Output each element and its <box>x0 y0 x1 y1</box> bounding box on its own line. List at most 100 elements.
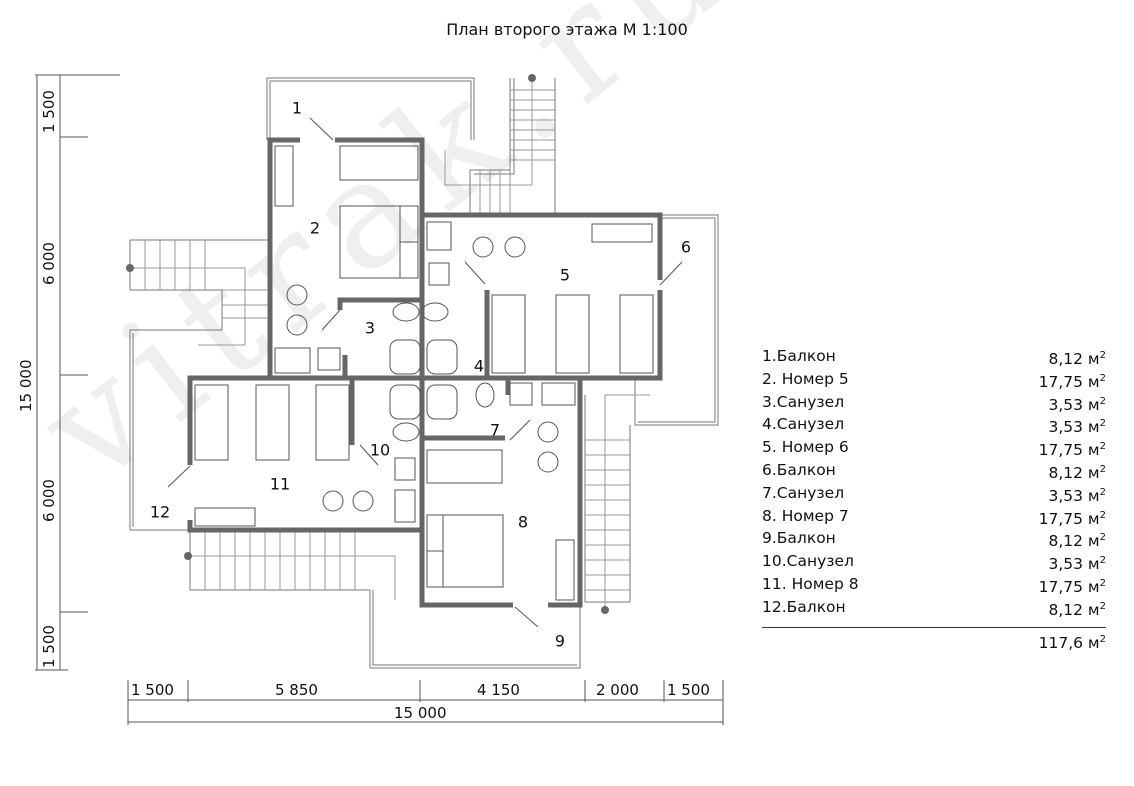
room-area: 3,53 м2 <box>1048 395 1106 414</box>
room-number-4: 4 <box>473 356 485 376</box>
legend-row: 10.Санузел 3,53 м2 <box>762 550 1106 573</box>
legend-row: 5. Номер 6 17,75 м2 <box>762 436 1106 459</box>
bed <box>491 294 526 374</box>
room-area: 17,75 м2 <box>1038 441 1106 460</box>
bed <box>194 384 229 461</box>
dim-v-1: 1 500 <box>40 90 58 133</box>
room-number-12: 12 <box>149 502 171 522</box>
dim-h-total: 15 000 <box>394 704 447 722</box>
dim-h-4: 2 000 <box>596 681 639 699</box>
room-number-10: 10 <box>369 440 391 460</box>
wardrobe <box>274 145 294 207</box>
bed <box>339 145 419 181</box>
room-number-3: 3 <box>364 318 376 338</box>
sink-counter <box>274 347 311 374</box>
furniture <box>194 145 654 601</box>
shower <box>426 384 458 420</box>
dim-v-3: 6 000 <box>40 479 58 522</box>
bed <box>255 384 290 461</box>
dim-h-3: 4 150 <box>477 681 520 699</box>
room-number-5: 5 <box>559 265 571 285</box>
room-area: 8,12 м2 <box>1048 463 1106 483</box>
toilet <box>421 302 449 322</box>
left-stairs-and-balcony-12 <box>129 239 270 531</box>
room-area: 3,53 м2 <box>1048 418 1106 437</box>
stove <box>428 262 450 286</box>
room-number-9: 9 <box>554 631 566 651</box>
room-number-7: 7 <box>489 420 501 440</box>
legend-total: 117,6 м2 <box>762 626 1106 652</box>
toilet <box>475 382 495 408</box>
wardrobe <box>591 223 653 243</box>
room-number-6: 6 <box>680 237 692 257</box>
left-stairs-steps <box>130 240 270 346</box>
top-stairs-outline <box>469 78 556 215</box>
legend-row: 8. Номер 7 17,75 м2 <box>762 505 1106 528</box>
room-name: 11. Номер 8 <box>762 574 859 593</box>
stair-markers <box>126 74 609 614</box>
wardrobe <box>194 507 256 527</box>
bed <box>315 384 350 461</box>
bed <box>619 294 654 374</box>
dim-h-5: 1 500 <box>667 681 710 699</box>
stove <box>394 457 416 481</box>
stove <box>317 347 341 371</box>
legend-row: 3.Санузел 3,53 м2 <box>762 391 1106 414</box>
sink-counter <box>426 221 452 251</box>
room-name: 1.Балкон <box>762 347 836 365</box>
room-name: 4.Санузел <box>762 415 845 434</box>
dim-v-total: 15 000 <box>17 359 35 413</box>
room-name: 5. Номер 6 <box>762 438 849 457</box>
sink-counter <box>394 489 416 523</box>
room-area: 17,75 м2 <box>1038 372 1106 391</box>
stove <box>509 382 533 406</box>
wardrobe <box>555 539 575 601</box>
room-area: 8,12 м2 <box>1048 350 1106 369</box>
bed <box>426 449 503 484</box>
balcony-1-outline <box>266 77 475 141</box>
dim-v-4: 1 500 <box>40 625 58 668</box>
room-area: 17,75 м2 <box>1038 509 1106 528</box>
toilet <box>392 422 420 442</box>
legend-row: 7.Санузел 3,53 м2 <box>762 482 1106 505</box>
legend-row: 12.Балкон 8,12 м2 <box>762 596 1106 619</box>
room-area: 3,53 м2 <box>1048 486 1106 505</box>
room-area: 8,12 м2 <box>1048 600 1106 619</box>
shower <box>389 384 421 420</box>
sink-counter <box>541 382 576 406</box>
legend-row: 4.Санузел 3,53 м2 <box>762 413 1106 436</box>
dimension-lines <box>35 74 724 725</box>
legend-row: 1.Балкон 8,12 м2 <box>762 345 1106 368</box>
room-name: 7.Санузел <box>762 483 845 502</box>
room-name: 10.Санузел <box>762 552 854 571</box>
legend-row: 11. Номер 8 17,75 м2 <box>762 573 1106 596</box>
room-name: 8. Номер 7 <box>762 506 849 525</box>
plan-title: План второго этажа М 1:100 <box>446 20 688 39</box>
shower <box>426 339 458 375</box>
legend-row: 9.Балкон 8,12 м2 <box>762 527 1106 550</box>
room-name: 3.Санузел <box>762 392 845 411</box>
walls <box>187 137 663 608</box>
bottom-stairs-steps <box>190 530 396 600</box>
room-number-2: 2 <box>309 218 321 238</box>
leader-lines <box>167 117 683 628</box>
room-number-11: 11 <box>269 474 291 494</box>
balcony-6-outline <box>634 214 719 426</box>
room-name: 6.Балкон <box>762 460 836 479</box>
room-number-1: 1 <box>291 98 303 118</box>
room-area: 8,12 м2 <box>1048 532 1106 551</box>
room-name: 12.Балкон <box>762 597 846 616</box>
room-name: 2. Номер 5 <box>762 369 849 388</box>
room-name: 9.Балкон <box>762 529 836 548</box>
dim-h-2: 5 850 <box>275 681 318 699</box>
toilet <box>392 302 420 322</box>
balconies-and-stairs <box>129 77 719 669</box>
double-bed <box>442 514 504 588</box>
right-stairs-outline <box>584 395 631 603</box>
right-stairs-steps <box>585 394 650 610</box>
double-bed <box>339 205 401 279</box>
legend-row: 2. Номер 5 17,75 м2 <box>762 368 1106 391</box>
